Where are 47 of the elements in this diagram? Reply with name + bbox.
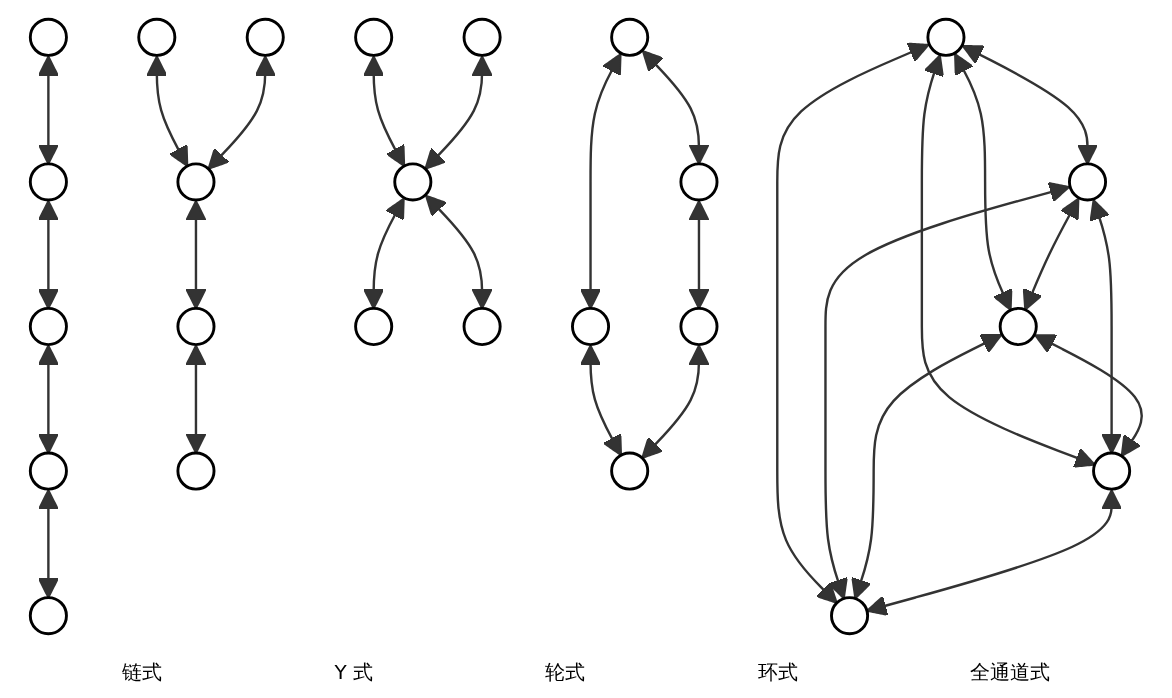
node-circle	[28, 451, 68, 491]
node-circle	[462, 17, 502, 57]
node-circle	[679, 162, 719, 202]
node-circle	[830, 596, 870, 636]
node-circle	[176, 307, 216, 346]
node-circle	[28, 17, 68, 57]
node-circle	[1092, 451, 1132, 491]
caption-label: 轮式	[545, 659, 586, 686]
node-circle	[998, 307, 1038, 346]
caption-label: 环式	[757, 659, 798, 686]
node-circle	[462, 307, 502, 346]
node-circle	[245, 17, 285, 57]
arrow	[920, 54, 1096, 468]
arrow	[1022, 197, 1080, 311]
node-circle	[137, 17, 177, 57]
node-circle	[610, 17, 650, 57]
node-circle	[28, 596, 68, 636]
node-circle	[679, 307, 719, 346]
node-circle	[571, 307, 611, 346]
node-circle	[176, 451, 216, 491]
node-circle	[176, 162, 216, 202]
arrow	[851, 334, 1003, 600]
node-circle	[610, 451, 650, 491]
arrow	[185, 344, 207, 454]
arrow	[424, 55, 493, 170]
caption-label: 全通道式	[969, 659, 1050, 686]
node-circle	[28, 162, 68, 202]
arrow	[641, 344, 710, 459]
node-circle	[28, 307, 68, 346]
arrow	[37, 344, 59, 454]
arrow	[1034, 334, 1143, 457]
arrow	[207, 55, 276, 170]
arrow	[866, 489, 1123, 616]
node-circle	[393, 162, 433, 202]
node-circle	[1068, 162, 1108, 202]
arrow	[363, 55, 406, 167]
caption-label: Y 式	[334, 659, 373, 686]
arrow	[776, 42, 930, 604]
arrow	[579, 344, 623, 457]
node-circle	[354, 307, 394, 346]
arrow	[1089, 199, 1123, 454]
caption-label: 链式	[122, 659, 163, 686]
arrow	[954, 53, 1013, 312]
node-circle	[354, 17, 394, 57]
arrow	[146, 55, 189, 167]
node-circle	[926, 17, 966, 57]
arrow	[824, 181, 1071, 600]
